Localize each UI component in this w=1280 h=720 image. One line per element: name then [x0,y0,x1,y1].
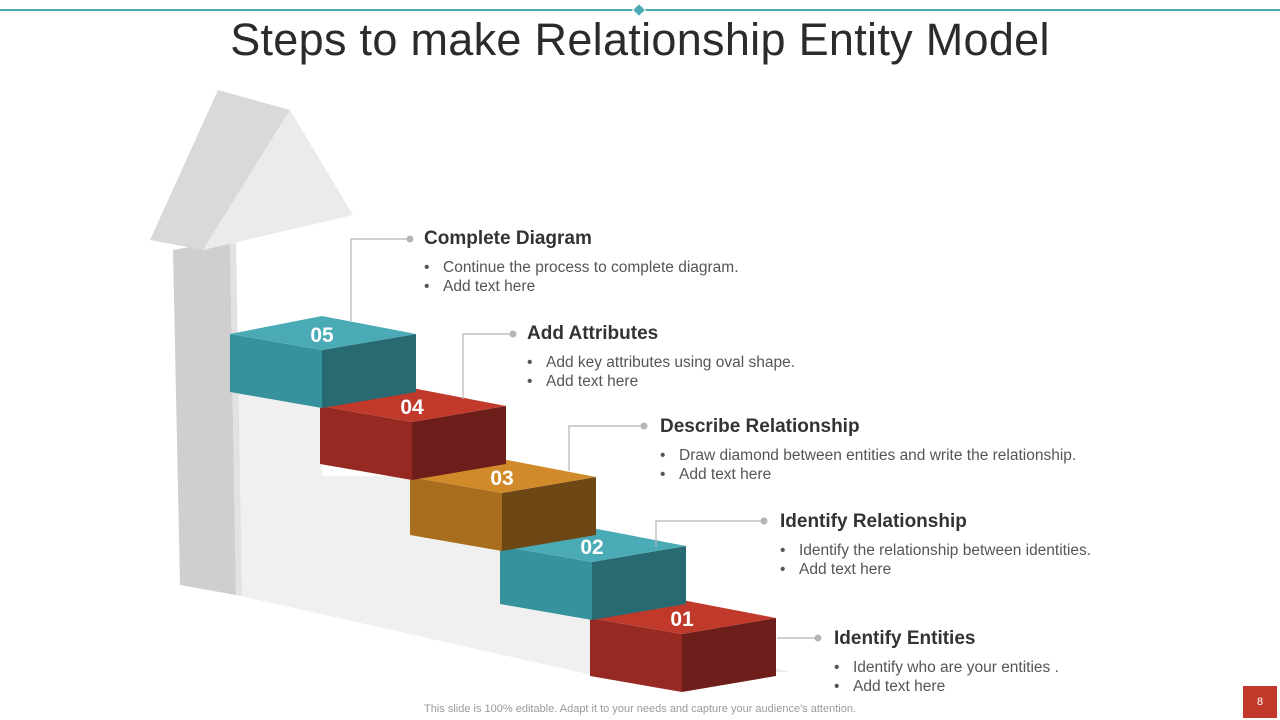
step-5-connector-dot [406,235,414,243]
step-3-bullets: Draw diamond between entities and write … [660,446,1076,484]
step-4-top [320,388,506,422]
step-1-bullet-2: Add text here [834,677,1059,696]
step-2-text: Identify Relationship Identify the relat… [780,511,1091,579]
step-4-text: Add Attributes Add key attributes using … [527,323,795,391]
step-2-bullet-2: Add text here [780,560,1091,579]
page-number-badge: 8 [1243,686,1277,718]
step-3-top [410,459,596,493]
step-3-heading: Describe Relationship [660,416,860,437]
step-2-connector [655,520,764,547]
step-1-block: 01 [590,600,776,692]
step-2-bullet-1: Identify the relationship between identi… [780,541,1091,560]
step-3-front [410,477,502,551]
step-1-front [590,618,682,692]
step-1-connector-dot [814,634,822,642]
arrow-shaft-side [173,240,236,595]
step-2-block: 02 [500,528,686,620]
step-4-connector [462,333,513,399]
step-5-bullets: Continue the process to complete diagram… [424,258,739,296]
step-3-block: 03 [410,459,596,551]
step-5-top [230,316,416,350]
step-2-heading: Identify Relationship [780,511,967,532]
step-3-number: 03 [490,467,513,490]
step-2-top [500,528,686,562]
step-4-heading: Add Attributes [527,323,659,344]
step-4-side [412,406,506,480]
step-3-bullet-2: Add text here [660,465,1076,484]
step-3-connector [568,425,644,471]
step-1-top [590,600,776,634]
step-4-connector-dot [509,330,517,338]
step-5-connector [350,238,410,321]
step-1-side [682,618,776,692]
step-1-bullet-1: Identify who are your entities . [834,658,1059,677]
arrow-head-left [150,90,290,250]
step-5-heading: Complete Diagram [424,228,592,249]
step-3-side [502,477,596,551]
step-2-number: 02 [580,536,603,559]
step-2-bullets: Identify the relationship between identi… [780,541,1091,579]
step-2-side [592,546,686,620]
step-5-bullet-2: Add text here [424,277,739,296]
footer-note: This slide is 100% editable. Adapt it to… [424,703,856,715]
slide-title: Steps to make Relationship Entity Model [230,14,1050,65]
arrow-head-right [203,110,353,250]
step-1-heading: Identify Entities [834,628,976,649]
step-4-bullets: Add key attributes using oval shape. Add… [527,353,795,391]
arrow-shaft-edge [230,240,242,595]
steps-layer: 01 02 03 04 05 [230,316,776,692]
step-4-front [320,406,412,480]
step-2-connector-dot [760,517,768,525]
step-5-side [322,334,416,408]
step-4-bullet-1: Add key attributes using oval shape. [527,353,795,372]
step-4-bullet-2: Add text here [527,372,795,391]
step-1-number: 01 [670,608,694,631]
step-3-bullet-1: Draw diamond between entities and write … [660,446,1076,465]
step-5-text: Complete Diagram Continue the process to… [424,228,739,296]
step-5-bullet-1: Continue the process to complete diagram… [424,258,739,277]
step-5-number: 05 [310,324,334,347]
step-3-text: Describe Relationship Draw diamond betwe… [660,416,1076,484]
step-3-connector-dot [640,422,648,430]
step-4-block: 04 [320,388,506,480]
step-1-text: Identify Entities Identify who are your … [834,628,1059,696]
step-5-front [230,334,322,408]
step-1-bullets: Identify who are your entities . Add tex… [834,658,1059,696]
step-4-number: 04 [400,396,424,419]
step-2-front [500,546,592,620]
connectors-layer [350,235,822,642]
step-5-block: 05 [230,316,416,408]
